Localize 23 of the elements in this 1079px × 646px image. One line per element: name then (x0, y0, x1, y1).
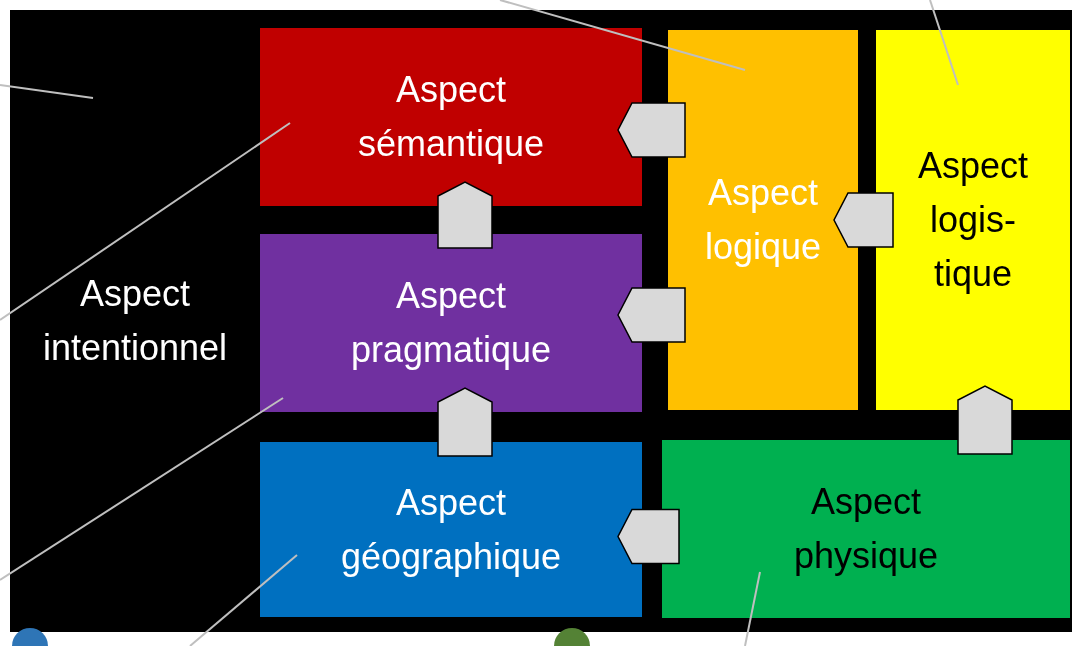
aspect-label: Aspect pragmatique (349, 274, 553, 372)
leader-line (0, 397, 284, 581)
aspect-box (668, 30, 858, 410)
aspect-box (260, 28, 642, 206)
aspect-box (662, 440, 1070, 618)
aspect-label: Aspect sémantique (356, 68, 546, 166)
leader-line (0, 122, 291, 321)
leader-line (499, 0, 746, 71)
leader-line (744, 571, 761, 646)
aspect-box (260, 442, 642, 617)
aspect-label: Aspect physique (792, 480, 940, 578)
aspect-label: Aspect géographique (339, 480, 563, 579)
leader-line (189, 554, 298, 646)
aspect-box (260, 234, 642, 412)
leader-line (929, 0, 959, 86)
aspect-label: Aspect logis- tique (916, 144, 1030, 296)
aspect-label: Aspect logique (703, 171, 823, 269)
aspect-label: Aspect intentionnel (41, 272, 229, 370)
block-arrow (437, 387, 493, 457)
block-arrow (957, 385, 1013, 455)
aspect-box (876, 30, 1070, 410)
leader-line (0, 84, 94, 99)
background-panel (10, 10, 1072, 632)
